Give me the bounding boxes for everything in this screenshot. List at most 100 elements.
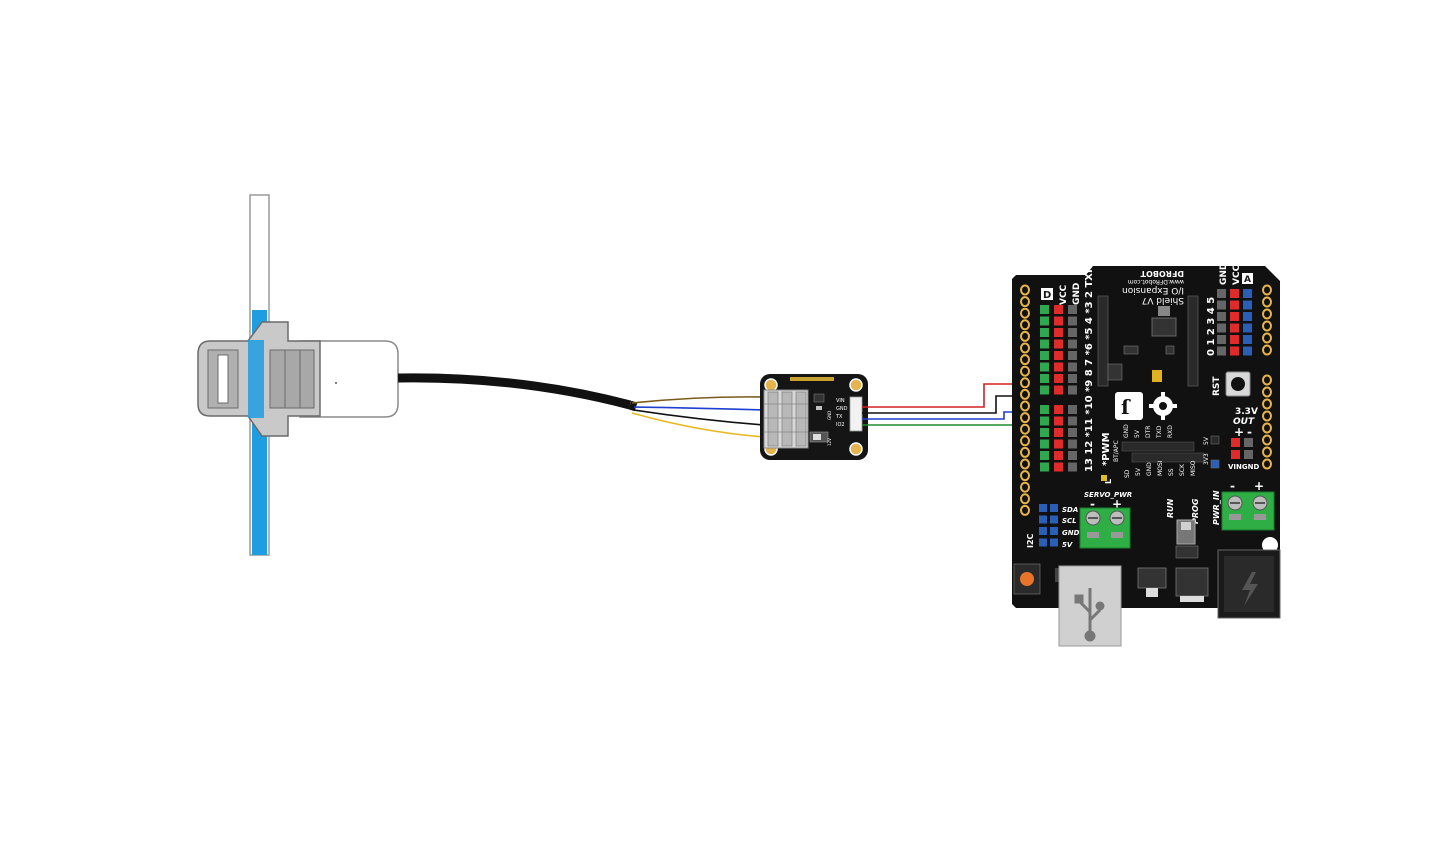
digital-vcc-pin[interactable] bbox=[1054, 428, 1063, 437]
analog-signal-pin[interactable] bbox=[1243, 289, 1252, 298]
i2c-pin[interactable] bbox=[1050, 504, 1058, 512]
digital-signal-pin[interactable] bbox=[1040, 339, 1049, 349]
digital-signal-pin[interactable] bbox=[1040, 385, 1049, 395]
digital-vcc-pin[interactable] bbox=[1054, 462, 1063, 472]
analog-gnd-pin[interactable] bbox=[1217, 289, 1226, 298]
i2c-pin[interactable] bbox=[1039, 515, 1047, 524]
vin-gnd-label: VINGND bbox=[1228, 463, 1259, 471]
digital-vcc-pin[interactable] bbox=[1054, 439, 1063, 449]
out-minus-label: - bbox=[1247, 425, 1252, 439]
analog-vcc-pin[interactable] bbox=[1230, 346, 1239, 356]
analog-vcc-pin[interactable] bbox=[1230, 335, 1239, 344]
gold-pad bbox=[1020, 365, 1030, 377]
shield-brand: DFROBOT bbox=[1140, 269, 1184, 278]
analog-gnd-pin[interactable] bbox=[1217, 335, 1226, 344]
analog-gnd-pin[interactable] bbox=[1217, 323, 1226, 333]
digital-signal-pin[interactable] bbox=[1040, 416, 1049, 426]
gold-pad bbox=[1262, 410, 1272, 422]
i2c-pin[interactable] bbox=[1050, 527, 1058, 535]
sensor-module: VIN GND TX IO2 GND 12V bbox=[760, 374, 868, 460]
servo-pwr-terminal[interactable] bbox=[1079, 507, 1131, 549]
pwr-in-terminal[interactable] bbox=[1221, 491, 1275, 531]
digital-signal-pin[interactable] bbox=[1040, 451, 1049, 460]
analog-vcc-pin[interactable] bbox=[1230, 300, 1239, 310]
digital-gnd-pin[interactable] bbox=[1068, 385, 1077, 395]
gold-pad bbox=[1262, 398, 1272, 410]
analog-signal-pin[interactable] bbox=[1243, 300, 1252, 310]
digital-gnd-pin[interactable] bbox=[1068, 328, 1077, 337]
digital-vcc-pin[interactable] bbox=[1054, 385, 1063, 395]
regulator-chip bbox=[1137, 567, 1167, 589]
digital-signal-pin[interactable] bbox=[1040, 405, 1049, 414]
i2c-pin[interactable] bbox=[1039, 538, 1047, 547]
digital-vcc-pin[interactable] bbox=[1054, 328, 1063, 337]
digital-signal-pin[interactable] bbox=[1040, 316, 1049, 326]
bt-pin-label: DTR bbox=[1145, 426, 1152, 438]
digital-vcc-pin[interactable] bbox=[1054, 316, 1063, 326]
module-pin-label: IO2 bbox=[836, 422, 845, 428]
digital-signal-pin[interactable] bbox=[1040, 374, 1049, 383]
gold-pad bbox=[1262, 458, 1272, 470]
digital-gnd-pin[interactable] bbox=[1068, 416, 1077, 426]
i2c-pin-label: SCL bbox=[1062, 517, 1077, 525]
digital-gnd-pin[interactable] bbox=[1068, 462, 1077, 472]
analog-signal-pin[interactable] bbox=[1243, 346, 1252, 356]
analog-signal-pin[interactable] bbox=[1243, 312, 1252, 321]
bt-apc-header[interactable] bbox=[1121, 441, 1195, 452]
voltage-jumper[interactable] bbox=[1210, 459, 1220, 469]
digital-signal-pin[interactable] bbox=[1040, 328, 1049, 337]
digital-vcc-pin[interactable] bbox=[1054, 339, 1063, 349]
digital-gnd-pin[interactable] bbox=[1068, 451, 1077, 460]
i2c-header[interactable] bbox=[1039, 504, 1058, 547]
i2c-pin[interactable] bbox=[1050, 538, 1058, 547]
digital-gnd-pin[interactable] bbox=[1068, 439, 1077, 449]
gold-pad bbox=[1020, 400, 1030, 412]
analog-vcc-pin[interactable] bbox=[1230, 323, 1239, 333]
digital-gnd-pin[interactable] bbox=[1068, 351, 1077, 360]
sd-header[interactable] bbox=[1131, 452, 1205, 463]
i2c-pin[interactable] bbox=[1039, 527, 1047, 535]
analog-vcc-pin[interactable] bbox=[1230, 312, 1239, 321]
module-connector[interactable] bbox=[849, 396, 863, 432]
analog-gnd-pin[interactable] bbox=[1217, 300, 1226, 310]
digital-gnd-pin[interactable] bbox=[1068, 428, 1077, 437]
analog-gnd-pin[interactable] bbox=[1217, 312, 1226, 321]
digital-vcc-pin[interactable] bbox=[1054, 305, 1063, 314]
i2c-pin-label: 5V bbox=[1062, 541, 1073, 549]
digital-gnd-pin[interactable] bbox=[1068, 405, 1077, 414]
analog-gnd-pin[interactable] bbox=[1217, 346, 1226, 356]
digital-signal-pin[interactable] bbox=[1040, 439, 1049, 449]
digital-gnd-pin[interactable] bbox=[1068, 305, 1077, 314]
digital-vcc-pin[interactable] bbox=[1054, 374, 1063, 383]
usb-icon bbox=[1074, 588, 1105, 642]
header-socket bbox=[1097, 295, 1109, 387]
analog-signal-pin[interactable] bbox=[1243, 323, 1252, 333]
digital-signal-pin[interactable] bbox=[1040, 351, 1049, 360]
digital-pin-header[interactable] bbox=[1040, 305, 1077, 472]
out-3v3-header[interactable] bbox=[1231, 438, 1253, 459]
digital-gnd-pin[interactable] bbox=[1068, 316, 1077, 326]
digital-vcc-pin[interactable] bbox=[1054, 451, 1063, 460]
i2c-pin-label: SDA bbox=[1062, 506, 1078, 514]
digital-gnd-pin[interactable] bbox=[1068, 362, 1077, 372]
digital-gnd-pin[interactable] bbox=[1068, 374, 1077, 383]
i2c-pin[interactable] bbox=[1039, 504, 1047, 512]
analog-signal-pin[interactable] bbox=[1243, 335, 1252, 344]
digital-signal-pin[interactable] bbox=[1040, 362, 1049, 372]
digital-vcc-pin[interactable] bbox=[1054, 351, 1063, 360]
digital-signal-pin[interactable] bbox=[1040, 462, 1049, 472]
gold-pad bbox=[1020, 423, 1030, 435]
out-plus-label: + bbox=[1234, 425, 1244, 439]
digital-gnd-pin[interactable] bbox=[1068, 339, 1077, 349]
digital-vcc-pin[interactable] bbox=[1054, 416, 1063, 426]
pwr-in-label: PWR_IN bbox=[1212, 490, 1221, 525]
digital-signal-pin[interactable] bbox=[1040, 305, 1049, 314]
analog-vcc-pin[interactable] bbox=[1230, 289, 1239, 298]
voltage-jumper[interactable] bbox=[1210, 435, 1220, 445]
analog-pin-header[interactable] bbox=[1217, 289, 1252, 356]
digital-vcc-pin[interactable] bbox=[1054, 362, 1063, 372]
digital-vcc-pin[interactable] bbox=[1054, 405, 1063, 414]
digital-signal-pin[interactable] bbox=[1040, 428, 1049, 437]
i2c-pin[interactable] bbox=[1050, 515, 1058, 524]
gold-pad bbox=[1020, 319, 1030, 331]
